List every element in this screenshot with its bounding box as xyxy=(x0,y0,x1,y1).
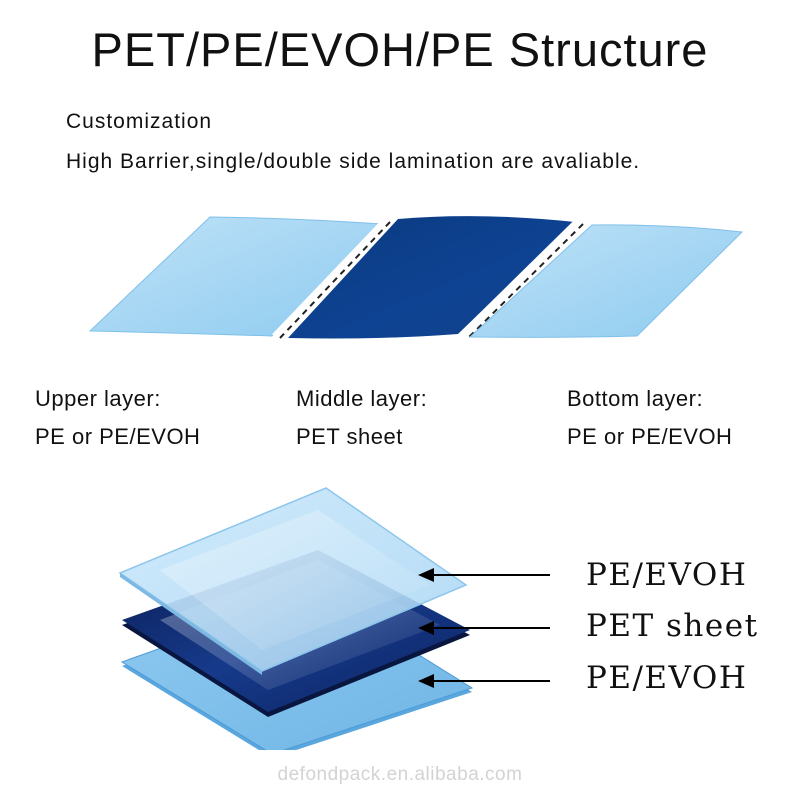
left-seam-dashes xyxy=(279,221,391,339)
customization-text: Customization xyxy=(66,110,213,133)
upper-layer-panel xyxy=(88,216,384,337)
right-seam-dashes xyxy=(467,223,584,339)
barrier-description: High Barrier,single/double side laminati… xyxy=(66,150,641,173)
bottom-layer-material: PE or PE/EVOH xyxy=(567,424,733,449)
page-title: PET/PE/EVOH/PE Structure xyxy=(91,23,709,76)
upper-layer-heading: Upper layer: xyxy=(35,386,161,411)
laminate-flow-illustration xyxy=(88,216,744,340)
watermark: defondpack.en.alibaba.com xyxy=(277,764,523,785)
middle-layer-material: PET sheet xyxy=(296,424,403,449)
bottom-layer-heading: Bottom layer: xyxy=(567,386,704,411)
layer-stack-illustration xyxy=(118,487,550,750)
arrow-icon xyxy=(418,621,550,635)
upper-layer-caption: Upper layer: PE or PE/EVOH xyxy=(35,380,200,456)
arrow-icon xyxy=(418,674,550,688)
arrow-icon xyxy=(418,568,550,582)
middle-layer-caption: Middle layer: PET sheet xyxy=(296,380,427,456)
bottom-layer-caption: Bottom layer: PE or PE/EVOH xyxy=(567,380,732,456)
bottom-layer-panel xyxy=(468,224,744,338)
stack-label-top: PE/EVOH xyxy=(586,557,748,593)
upper-layer-material: PE or PE/EVOH xyxy=(35,424,201,449)
middle-layer-panel xyxy=(288,216,575,339)
left-seam xyxy=(272,219,388,340)
stack-label-bottom: PE/EVOH xyxy=(586,660,748,696)
stack-label-middle: PET sheet xyxy=(586,608,759,644)
right-seam xyxy=(459,219,581,339)
middle-layer-heading: Middle layer: xyxy=(296,386,428,411)
top-pe-evoh-sheet xyxy=(118,487,468,675)
